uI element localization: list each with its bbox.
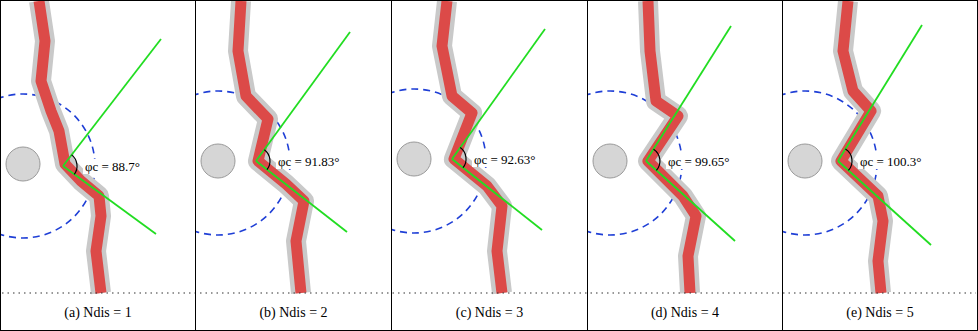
angle-label: φc = 91.83° <box>276 154 342 169</box>
angle-label: φc = 88.7° <box>83 159 142 174</box>
figure-panel: (c) Ndis = 3 φc = 92.63° <box>391 0 588 331</box>
figure-panel: (d) Ndis = 4 φc = 99.65° <box>587 0 783 331</box>
panel-caption: (c) Ndis = 3 <box>392 305 587 321</box>
angle-label: φc = 92.63° <box>472 152 538 167</box>
panel-caption: (d) Ndis = 4 <box>588 305 782 321</box>
figure-panel: (a) Ndis = 1 φc = 88.7° <box>0 0 196 331</box>
angle-label: φc = 99.65° <box>666 154 732 169</box>
panel-caption: (e) Ndis = 5 <box>783 305 977 321</box>
figure-panel: (e) Ndis = 5 φc = 100.3° <box>782 0 978 331</box>
figure-panel: (b) Ndis = 2 φc = 91.83° <box>195 0 392 331</box>
angle-label: φc = 100.3° <box>858 154 924 169</box>
panel-caption: (b) Ndis = 2 <box>196 305 391 321</box>
panel-caption: (a) Ndis = 1 <box>1 305 195 321</box>
